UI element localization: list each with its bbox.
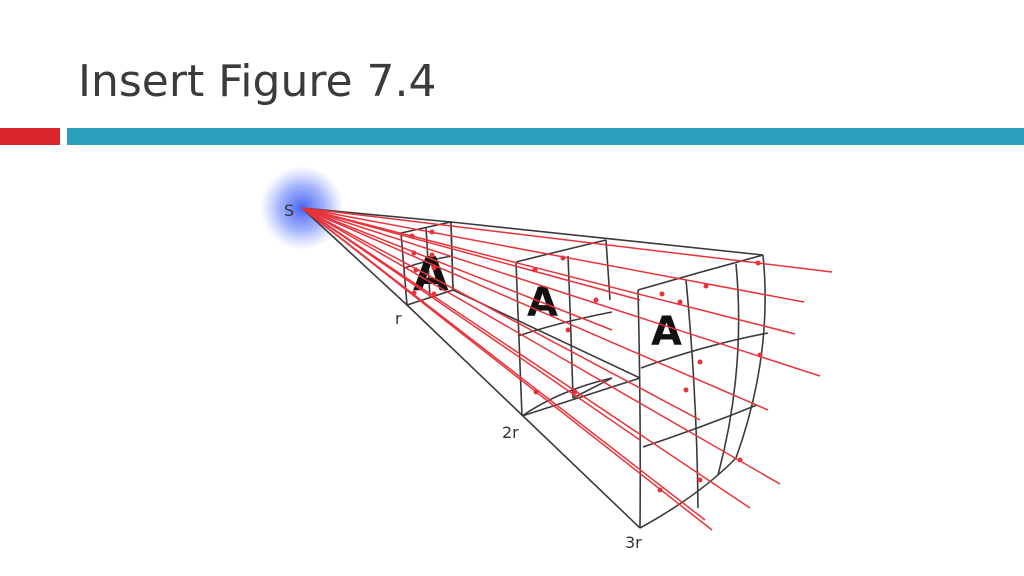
- distance-label-3r: 3r: [625, 533, 642, 552]
- title-accent-bar-blue: [67, 128, 1024, 145]
- panel-letters: A A A: [413, 247, 682, 355]
- title-accent-bar-red: [0, 128, 60, 145]
- slide-title: Insert Figure 7.4: [78, 56, 437, 107]
- ray-dots: [409, 229, 763, 493]
- distance-label-2r: 2r: [502, 423, 519, 442]
- distance-label-r: r: [395, 309, 402, 328]
- panel-2r: [515, 239, 613, 417]
- source-label: S: [284, 201, 294, 220]
- svg-text:A: A: [651, 309, 682, 355]
- panel-r: [400, 221, 454, 307]
- light-rays: [301, 207, 833, 531]
